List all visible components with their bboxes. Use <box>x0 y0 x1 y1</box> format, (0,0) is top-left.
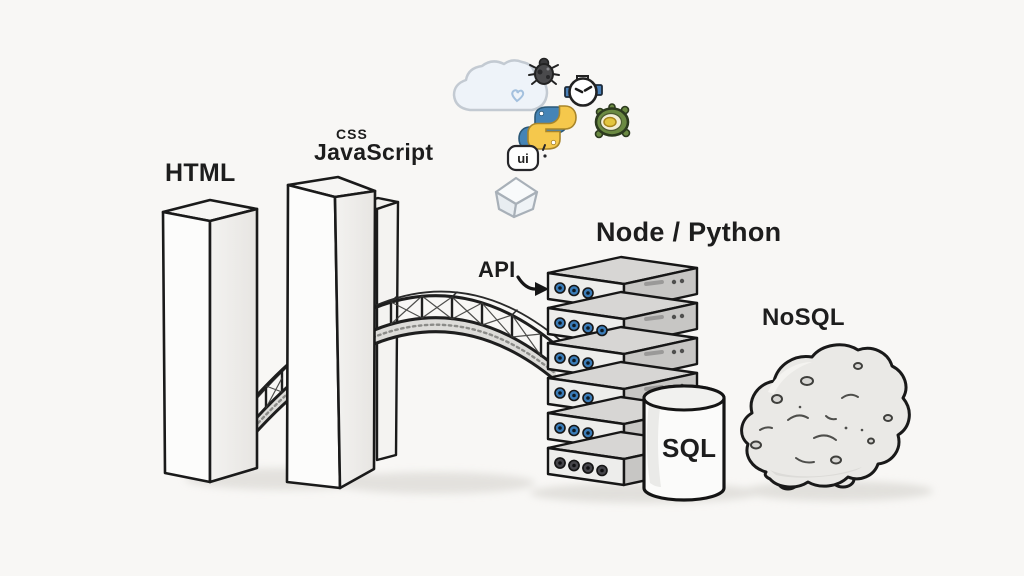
python-logo-icon <box>518 105 577 151</box>
sql-label: SQL <box>662 433 717 463</box>
bug-icon <box>528 57 560 85</box>
turtle-icon <box>594 103 631 139</box>
ui-chat-icon-text: ui <box>517 151 529 166</box>
api-arrow-icon <box>516 275 549 296</box>
robot-icon <box>564 75 603 107</box>
nosql-label: NoSQL <box>762 304 845 331</box>
ui-chat-icon: ui <box>506 144 547 172</box>
css-js-pillar <box>285 175 377 490</box>
api-label: API <box>478 257 516 282</box>
html-pillar <box>161 198 259 484</box>
cube-icon <box>494 176 539 219</box>
sql-database-cylinder <box>642 384 726 502</box>
nosql-boulder <box>740 343 911 491</box>
cloud-heart-icon <box>452 59 549 112</box>
server-stack-illustration <box>546 255 699 487</box>
html-label: HTML <box>165 159 236 187</box>
node-python-label: Node / Python <box>596 217 782 247</box>
javascript-label: JavaScript <box>314 139 434 165</box>
css-label: CSS <box>336 126 368 142</box>
